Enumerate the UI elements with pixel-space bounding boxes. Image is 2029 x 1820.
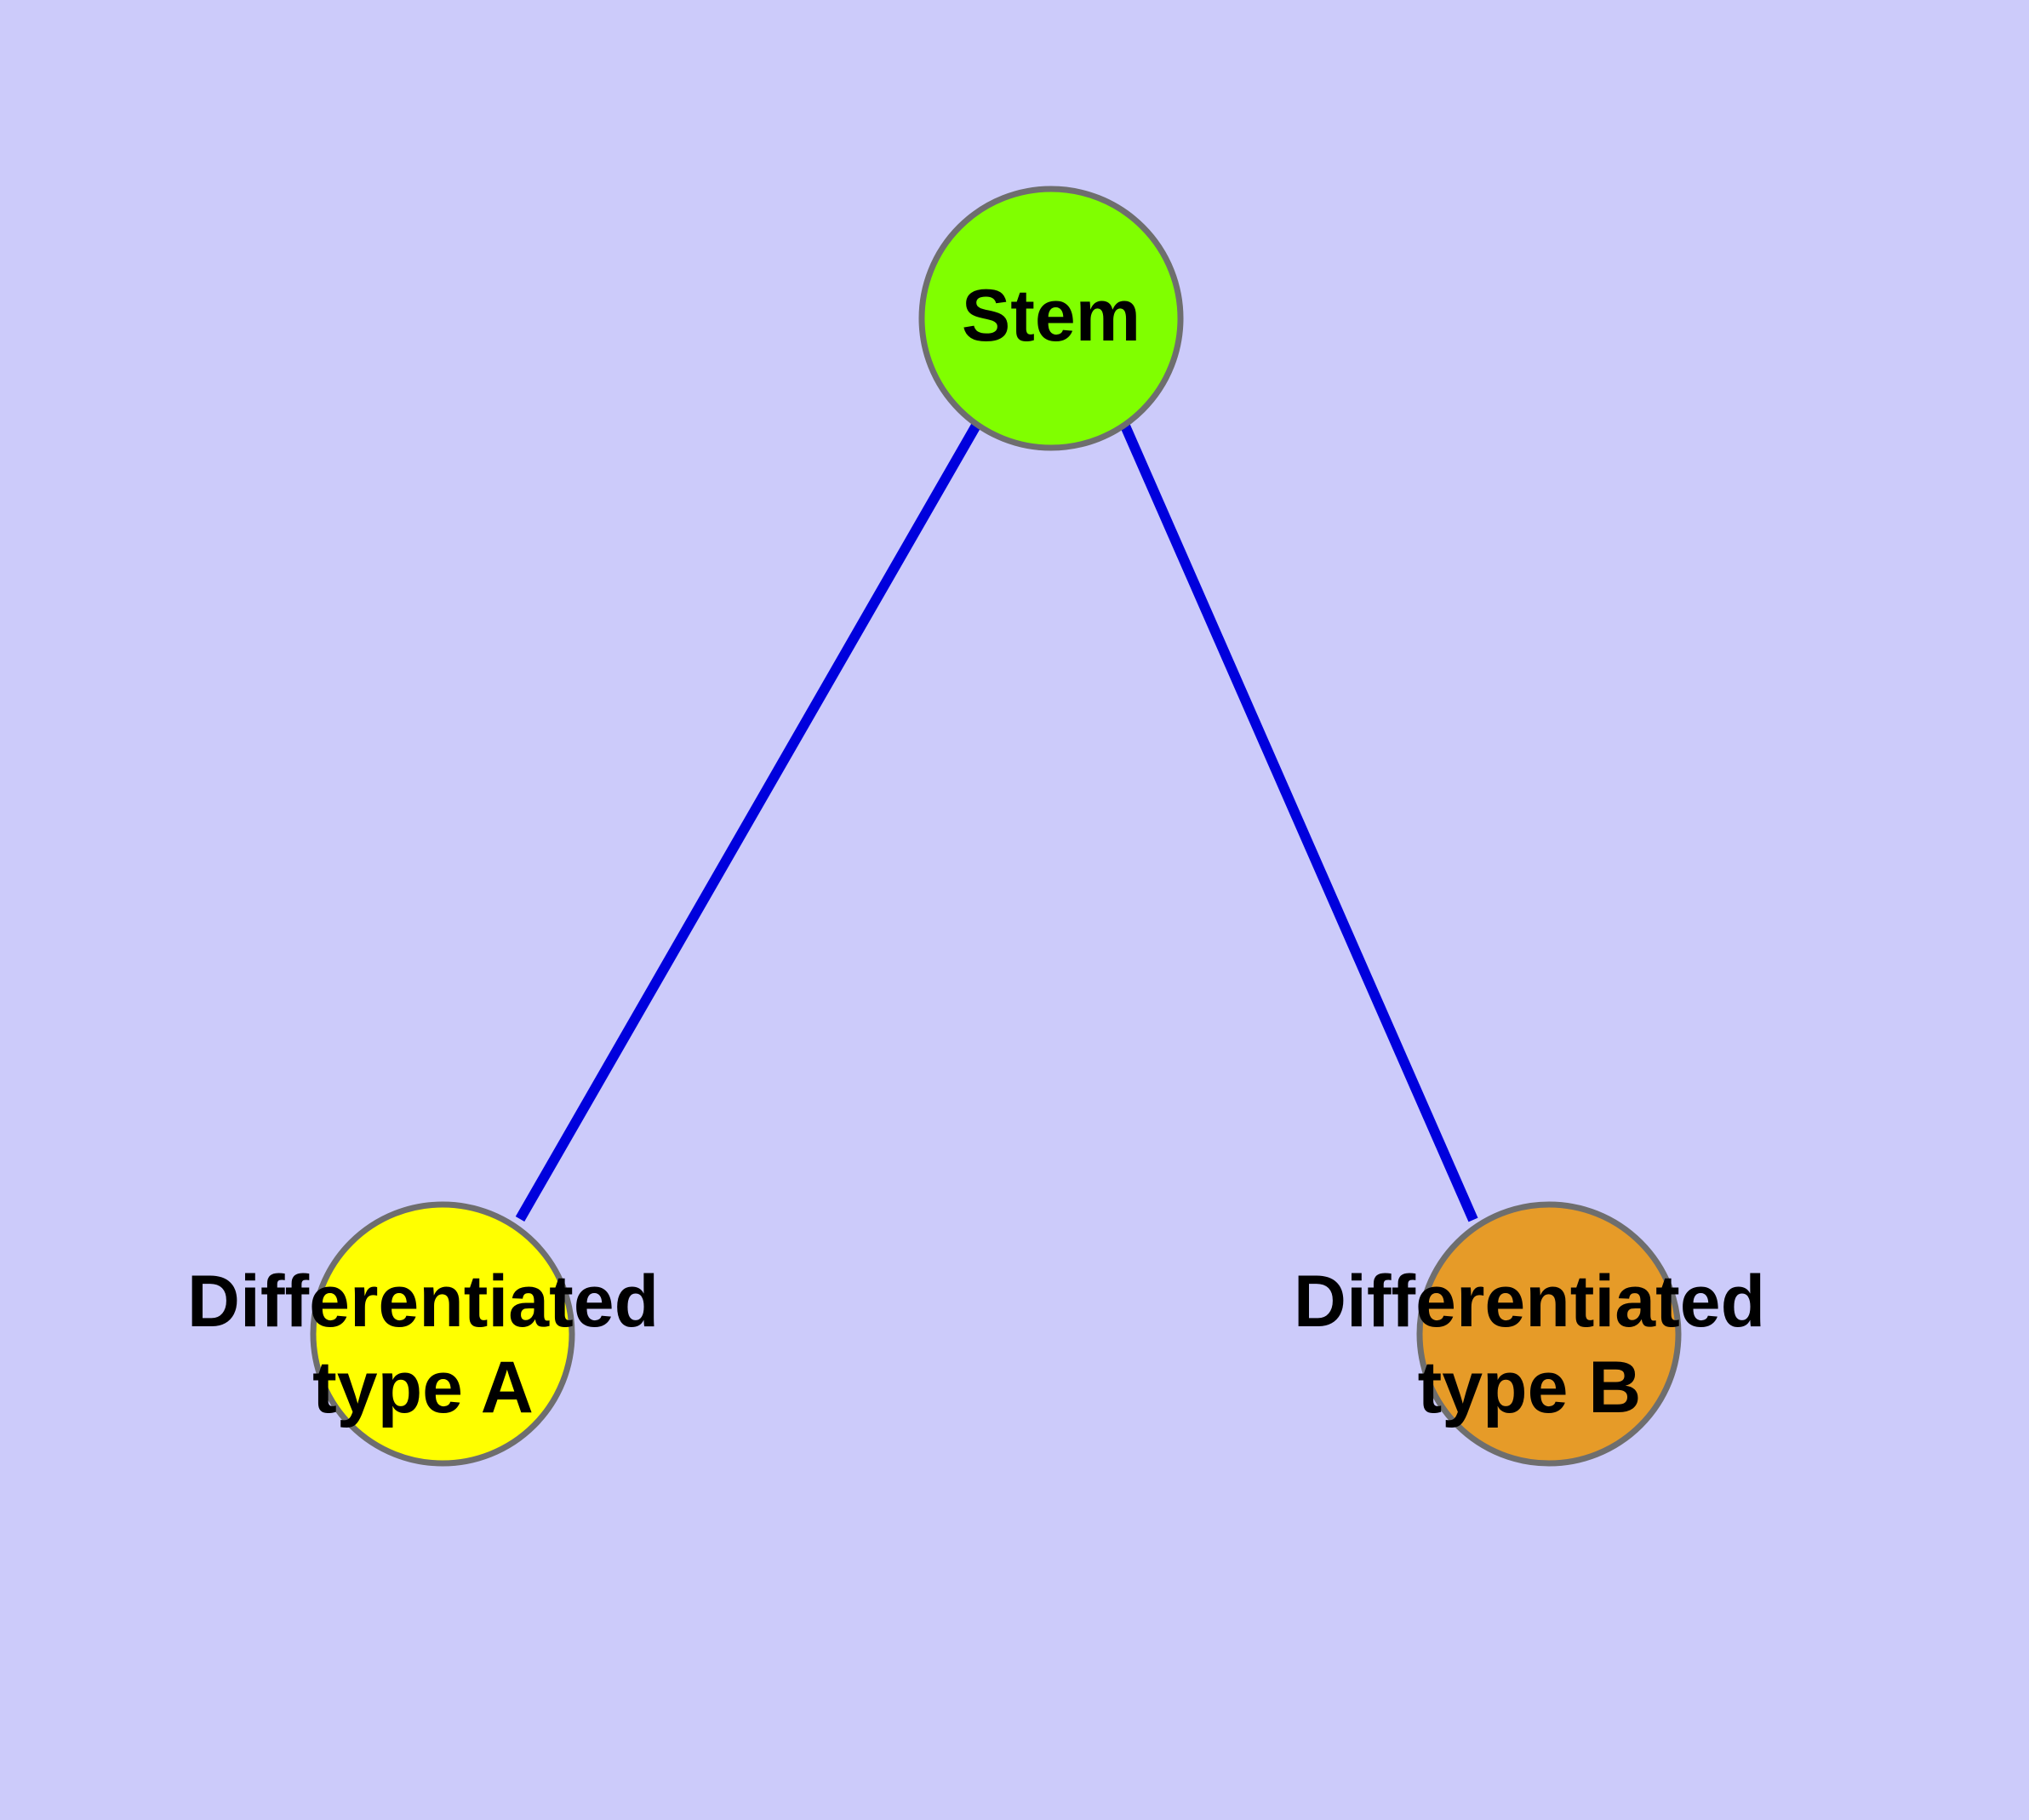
node-label-line: type A [312, 1347, 534, 1428]
node-label-line: Differentiated [187, 1261, 659, 1342]
node-label-line: Differentiated [1294, 1261, 1765, 1342]
node-diff_b[interactable] [1416, 1201, 1682, 1467]
node-label-line: type B [1418, 1347, 1642, 1428]
node-stem[interactable] [918, 186, 1184, 451]
node-diff_a[interactable] [310, 1201, 575, 1467]
edge-stem-to-diff-a[interactable] [515, 421, 982, 1222]
nodes-group [310, 186, 1682, 1467]
edge-stem-to-diff-b[interactable] [1119, 421, 1478, 1222]
node-label-line: Stem [962, 275, 1140, 357]
edges-group [515, 421, 1478, 1222]
node-label-stem: Stem [962, 275, 1140, 357]
